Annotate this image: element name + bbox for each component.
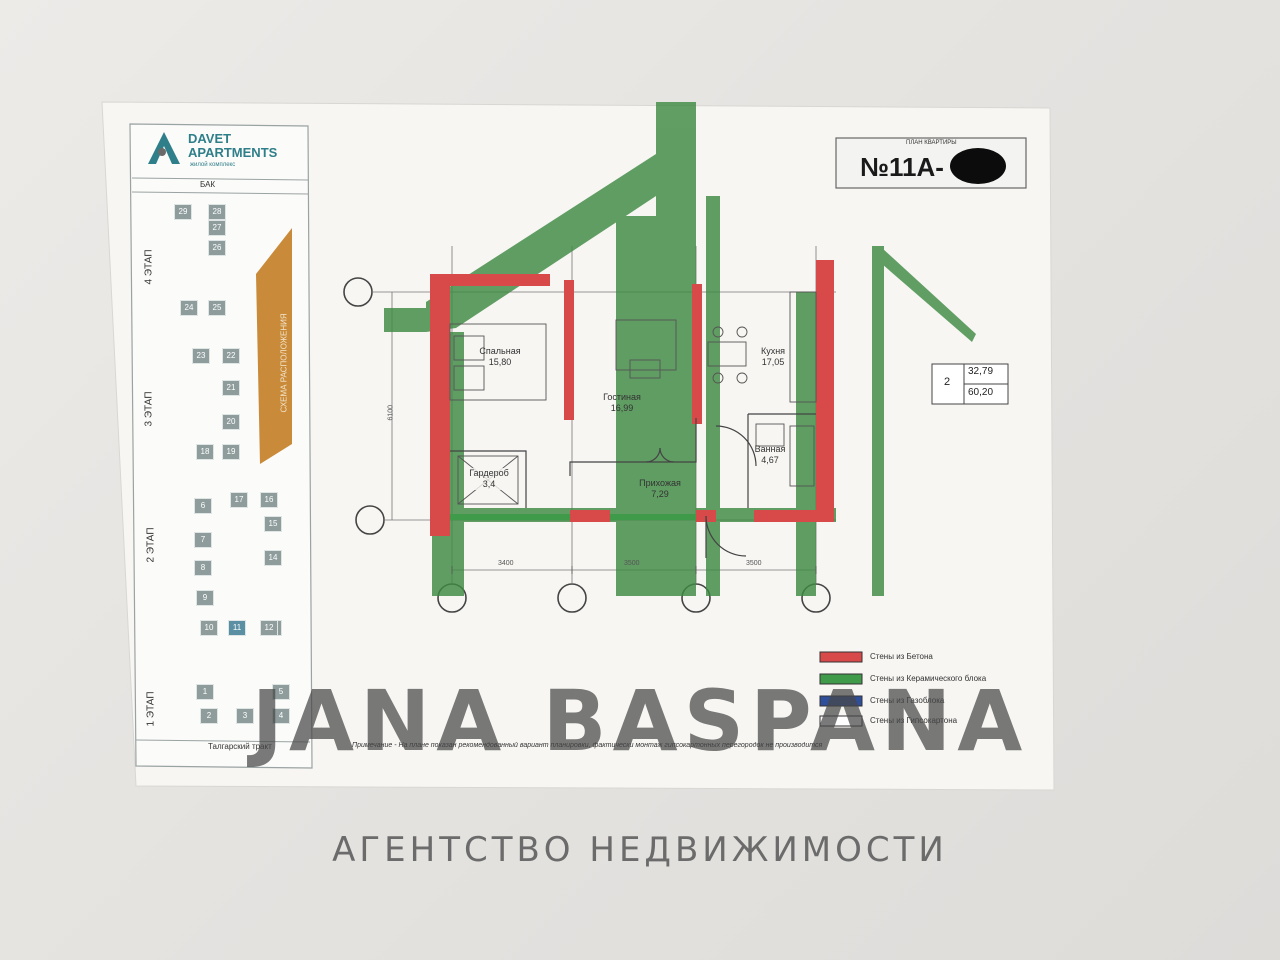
- room-area: 17,05: [761, 357, 785, 367]
- site-cell: 14: [264, 550, 282, 566]
- floor-label-4: 4 ЭТАП: [143, 249, 155, 285]
- area-total: 60,20: [968, 387, 994, 398]
- room-area: 15,80: [488, 357, 512, 367]
- site-cell: 2: [200, 708, 218, 724]
- sheet-background: [101, 101, 1055, 791]
- site-cell: 10: [200, 620, 218, 636]
- site-cell: 1: [196, 684, 214, 700]
- watermark-agency-name: JANA BASPANA: [251, 672, 1029, 770]
- site-cell: 29: [174, 204, 192, 220]
- room-name: Гостиная: [603, 392, 641, 402]
- dimension-label-vertical: 6100: [387, 404, 395, 421]
- room-area: 3,4: [482, 479, 496, 489]
- dimension-label: 3500: [624, 560, 640, 567]
- room-living: Гостиная 16,99: [592, 392, 652, 414]
- site-cell: 24: [180, 300, 198, 316]
- room-bedroom: Спальная 15,80: [470, 346, 530, 368]
- floor-label-2: 2 ЭТАП: [145, 527, 157, 563]
- dimension-label: 3500: [746, 560, 762, 567]
- plan-caption: ПЛАН КВАРТИРЫ: [906, 140, 957, 146]
- site-cell: 7: [194, 532, 212, 548]
- site-cell-selected: 11: [228, 620, 246, 636]
- site-cell: 12: [260, 620, 278, 636]
- plan-note: Примечание - На плане показан рекомендов…: [352, 742, 823, 749]
- legend-label: Стены из Газоблока: [870, 696, 945, 705]
- site-cell: 25: [208, 300, 226, 316]
- site-cell: 19: [222, 444, 240, 460]
- site-cell: 23: [192, 348, 210, 364]
- site-cell: 4: [272, 708, 290, 724]
- site-cell: 28: [208, 204, 226, 220]
- plan-number: №11А-: [860, 152, 944, 182]
- legend-label: Стены из Бетона: [870, 652, 933, 661]
- site-cell: 9: [196, 590, 214, 606]
- site-cell: 26: [208, 240, 226, 256]
- legend-label: Стены из Гипсокартона: [870, 716, 958, 725]
- site-cell: 5: [272, 684, 290, 700]
- room-name: Спальная: [479, 346, 521, 356]
- room-name: Кухня: [760, 346, 786, 356]
- watermark-tagline: АГЕНТСТВО НЕДВИЖИМОСТИ: [332, 830, 948, 870]
- site-cell: 6: [194, 498, 212, 514]
- site-cell: 16: [260, 492, 278, 508]
- legend-label: Стены из Керамического блока: [870, 674, 987, 683]
- schema-label: СХЕМА РАСПОЛОЖЕНИЯ: [279, 313, 289, 413]
- logo-line1: DAVET: [188, 131, 232, 146]
- logo-line2: APARTMENTS: [188, 145, 278, 160]
- site-cell: 18: [196, 444, 214, 460]
- site-top-label: БАК: [200, 180, 216, 189]
- site-bottom-label: Талгарский тракт: [208, 742, 272, 751]
- site-cell: 21: [222, 380, 240, 396]
- rooms-count: 2: [944, 376, 951, 388]
- site-cell: 17: [230, 492, 248, 508]
- room-area: 16,99: [610, 403, 634, 413]
- room-bathroom: Ванная 4,67: [748, 444, 792, 466]
- room-hallway: Прихожая 7,29: [630, 478, 690, 500]
- dimension-label: 3400: [498, 560, 514, 567]
- logo-icon: [144, 130, 184, 166]
- room-kitchen: Кухня 17,05: [748, 346, 798, 368]
- room-name: Ванная: [754, 444, 786, 454]
- site-cell: 15: [264, 516, 282, 532]
- plan-sheet: DAVET APARTMENTS жилой комплекс БАК СХЕМ…: [96, 96, 1056, 796]
- site-cell: 8: [194, 560, 212, 576]
- area-living: 32,79: [968, 366, 994, 377]
- site-cell: 27: [208, 220, 226, 236]
- floor-label-3: 3 ЭТАП: [143, 391, 155, 427]
- site-cell: 22: [222, 348, 240, 364]
- room-name: Гардероб: [469, 468, 509, 478]
- site-cell: 20: [222, 414, 240, 430]
- room-area: 4,67: [761, 455, 779, 465]
- room-area: 7,29: [651, 489, 669, 499]
- logo-tagline: жилой комплекс: [190, 162, 236, 168]
- room-name: Прихожая: [639, 478, 681, 488]
- site-cell: 3: [236, 708, 254, 724]
- room-wardrobe: Гардероб 3,4: [464, 468, 514, 490]
